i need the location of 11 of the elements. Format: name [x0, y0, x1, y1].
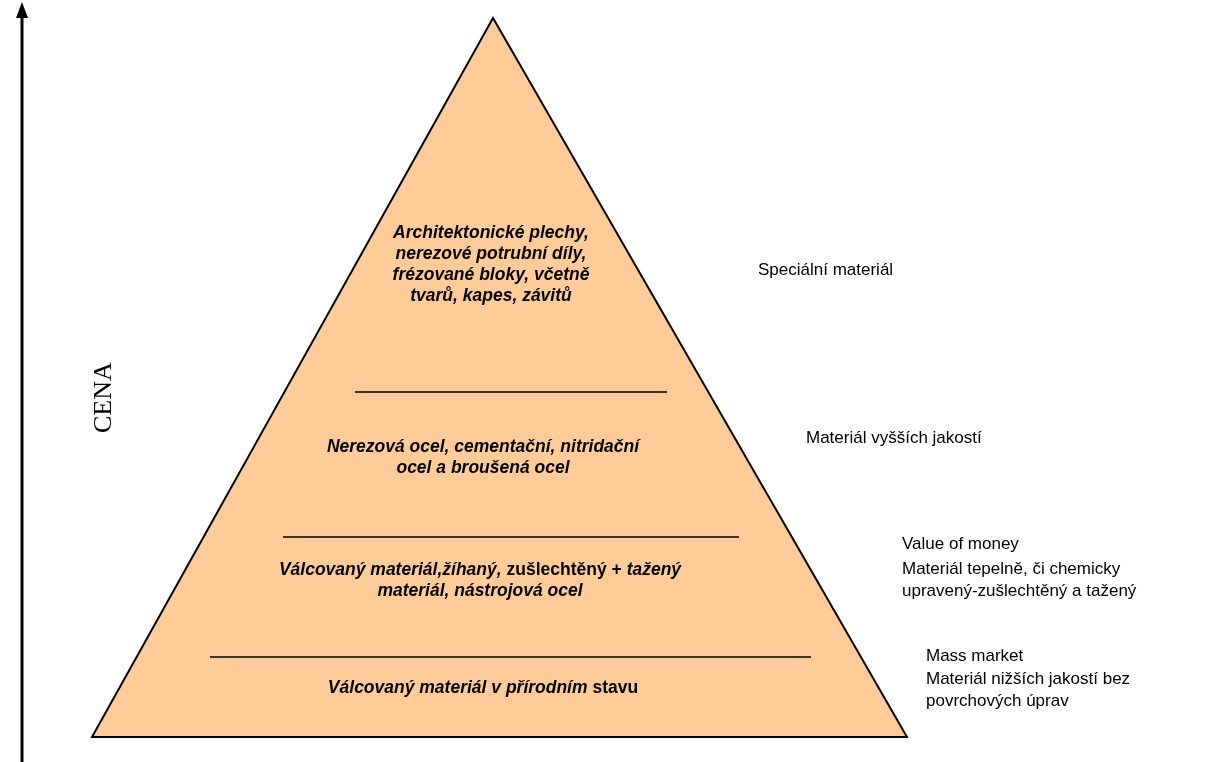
- side-label: Materiál tepelně, či chemicky upravený-zušlechtěný a tažený: [902, 558, 1138, 602]
- tier-label: Architektonické plechy, nerezové potrubní díly, frézované bloky, včetně tvarů, kapes, závitů: [391, 222, 591, 306]
- side-label: Materiál vyšších jakostí: [806, 427, 982, 449]
- tier-label: Válcovaný materiál,žíhaný, zušlechtěný + tažený materiál, nástrojová ocel: [277, 559, 683, 601]
- side-label: Speciální materiál: [758, 259, 894, 281]
- side-label: Materiál nižších jakostí bez povrchových úprav: [926, 668, 1132, 712]
- side-label: Value of money: [902, 533, 1019, 555]
- axis-label: CENA: [88, 361, 118, 433]
- tier-label: Válcovaný materiál v přírodním stavu: [326, 677, 640, 698]
- side-label: Mass market: [926, 645, 1024, 667]
- tier-label: Nerezová ocel, cementační, nitridační ocel a broušená ocel: [325, 436, 642, 478]
